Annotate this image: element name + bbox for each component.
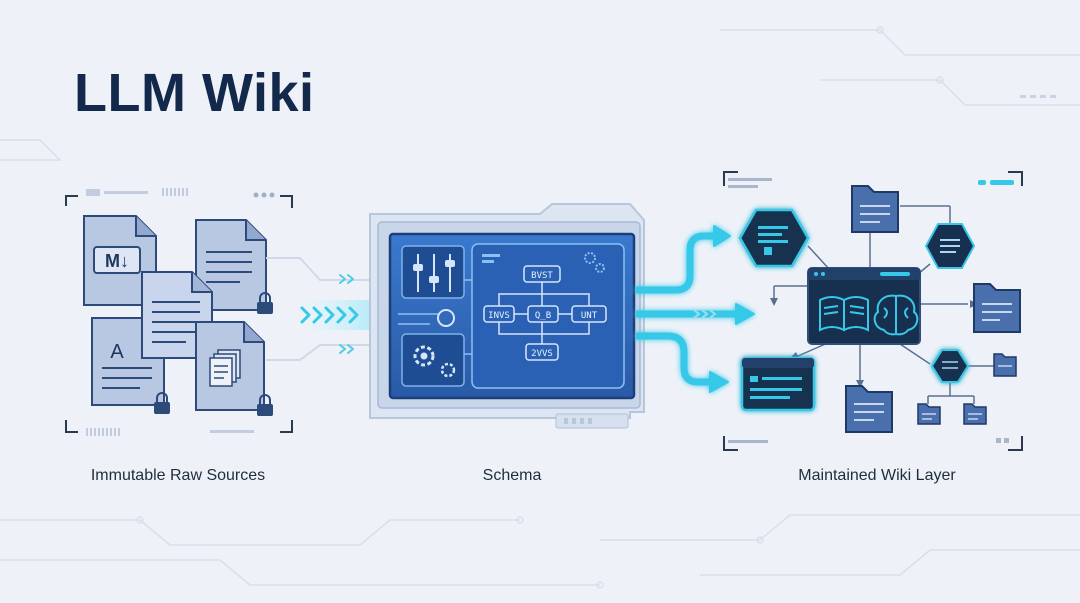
schema-node-4: UNT	[581, 311, 598, 321]
gear-icon	[401, 333, 465, 387]
lock-icon	[257, 292, 273, 314]
wiki-page-window	[740, 356, 816, 412]
lock-icon	[257, 394, 273, 416]
page-title: LLM Wiki	[74, 63, 315, 123]
schema-node-1: BVST	[531, 271, 553, 281]
schema-device: BVST INVS Q_B UNT 2VVS	[369, 203, 645, 429]
document-stack	[195, 321, 265, 411]
sliders-icon	[401, 245, 465, 299]
hexagon-node-icon	[930, 349, 970, 383]
markdown-mark: M↓	[105, 251, 129, 271]
wiki-core-window	[807, 267, 921, 345]
wiki-layer-caption: Maintained Wiki Layer	[798, 467, 956, 484]
sources-frame	[65, 195, 293, 433]
schema-flowchart: BVST INVS Q_B UNT 2VVS	[471, 243, 625, 389]
lock-icon	[154, 392, 170, 414]
document-text-center	[141, 271, 213, 359]
open-book-icon	[819, 296, 869, 332]
brain-icon	[873, 294, 919, 336]
sources-frame-decor	[86, 188, 275, 436]
folder-icon	[993, 353, 1017, 377]
schema-node-5: 2VVS	[531, 349, 553, 359]
dial-icon	[437, 309, 455, 327]
folder-icon	[963, 403, 987, 425]
folder-icon	[973, 283, 1021, 333]
schema-node-2: INVS	[488, 311, 510, 321]
hexagon-node-icon	[924, 223, 976, 269]
schema-caption: Schema	[482, 467, 542, 484]
sources-caption: Immutable Raw Sources	[90, 467, 266, 484]
output-chevrons	[693, 309, 717, 319]
document-text-top-right	[195, 219, 267, 311]
folder-icon	[917, 403, 941, 425]
background-circuit-lines	[0, 26, 1080, 589]
background-dash-marks	[1020, 95, 1056, 98]
wiki-frame	[723, 171, 1023, 451]
wiki-frame-decor	[728, 178, 1014, 443]
input-chevrons	[300, 274, 359, 354]
document-markdown: M↓	[83, 215, 157, 306]
text-doc-letter: A	[110, 341, 124, 363]
hexagon-node-icon	[738, 208, 810, 268]
schema-node-3: Q_B	[535, 311, 551, 321]
folder-icon	[845, 385, 893, 433]
output-arrows	[636, 225, 755, 393]
folder-icon	[851, 185, 899, 233]
